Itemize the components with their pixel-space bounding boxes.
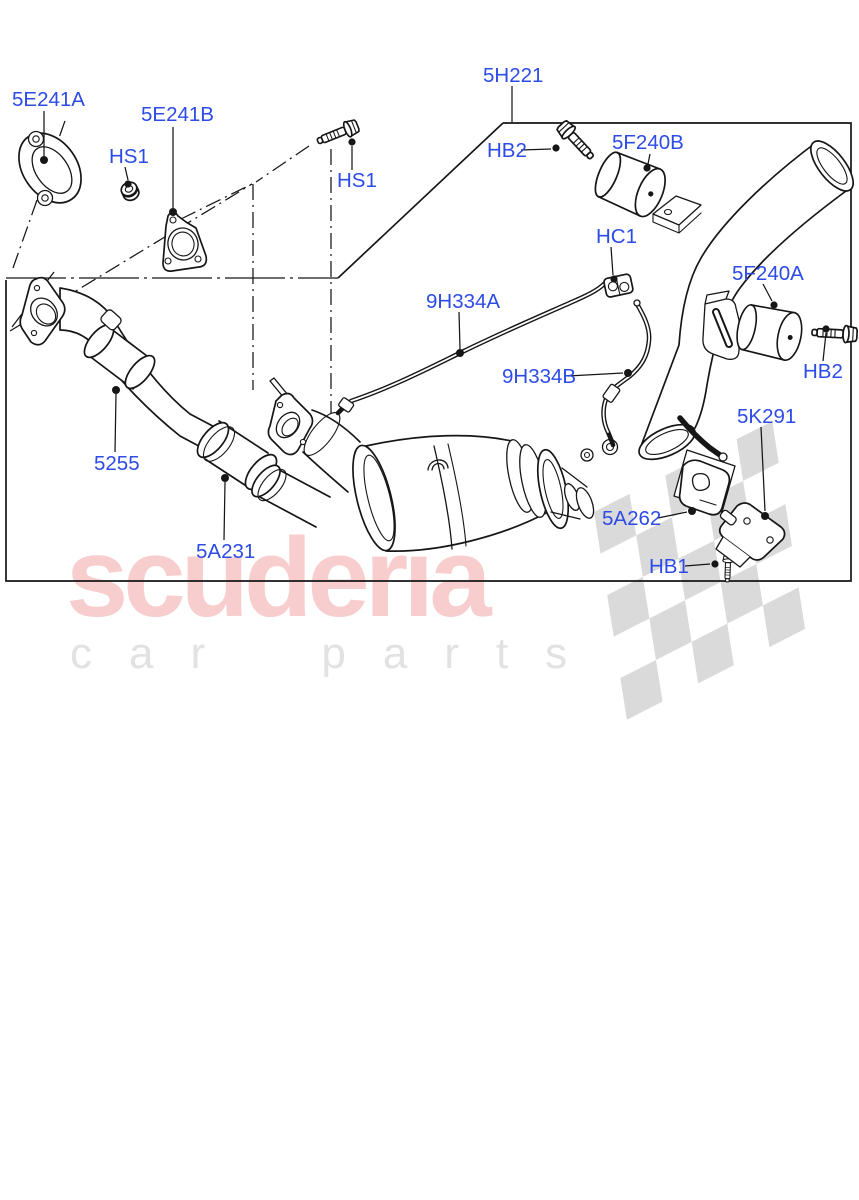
part-label-5k291[interactable]: 5K291 bbox=[737, 405, 796, 428]
gasket-5E241B bbox=[162, 211, 208, 272]
mount-5F240A bbox=[732, 300, 807, 364]
clip-HC1 bbox=[603, 273, 634, 298]
catalytic-converter-body bbox=[267, 377, 619, 552]
part-label-5h221[interactable]: 5H221 bbox=[483, 64, 543, 87]
part-label-9h334b[interactable]: 9H334B bbox=[502, 365, 576, 388]
part-label-hs1-nut[interactable]: HS1 bbox=[109, 145, 149, 168]
front-pipe-5255 bbox=[19, 276, 225, 453]
part-label-hb2-left[interactable]: HB2 bbox=[487, 139, 527, 162]
flex-pipe-5A231 bbox=[196, 420, 331, 528]
part-label-9h334a[interactable]: 9H334A bbox=[426, 290, 500, 313]
leader-lines bbox=[40, 86, 830, 568]
part-label-5a262[interactable]: 5A262 bbox=[602, 507, 661, 530]
gasket-5E241A bbox=[18, 130, 82, 207]
part-label-hb1[interactable]: HB1 bbox=[649, 555, 689, 578]
rubber-mount-5A262 bbox=[678, 459, 737, 526]
part-label-hb2-right[interactable]: HB2 bbox=[803, 360, 843, 383]
part-label-5e241a[interactable]: 5E241A bbox=[12, 88, 85, 111]
sensor-tube-9H334A bbox=[335, 281, 607, 416]
part-label-5255[interactable]: 5255 bbox=[94, 452, 140, 475]
part-label-5e241b[interactable]: 5E241B bbox=[141, 103, 214, 126]
part-labels: 5E241A 5E241B HS1 HS1 5H221 HB2 5F240B H… bbox=[12, 64, 843, 578]
part-label-hs1-bolt[interactable]: HS1 bbox=[337, 169, 377, 192]
pipe-5H221 bbox=[638, 140, 854, 462]
part-label-5a231[interactable]: 5A231 bbox=[196, 540, 255, 563]
tagline-watermark: car parts bbox=[70, 629, 604, 678]
diagram-frame bbox=[5, 122, 852, 582]
sensor-tube-9H334B bbox=[601, 299, 652, 448]
bolt-HB2-left bbox=[554, 117, 599, 165]
part-label-hc1[interactable]: HC1 bbox=[596, 225, 637, 248]
part-label-5f240b[interactable]: 5F240B bbox=[612, 131, 684, 154]
bolt-HB2-right bbox=[810, 322, 859, 345]
part-label-5f240a[interactable]: 5F240A bbox=[732, 262, 804, 285]
